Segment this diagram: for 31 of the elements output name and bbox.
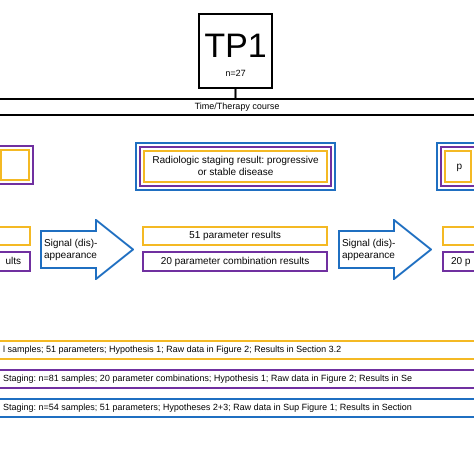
box-text: Staging: n=54 samples; 51 parameters; Hypotheses 2+3; Raw data in Sup Figure 1; Results in Section [3, 401, 412, 414]
box-text: Radiologic staging result: progressive or stable disease [151, 154, 320, 178]
cohort-band [0, 369, 474, 389]
timepoint-box [198, 13, 273, 89]
block-arrow [40, 219, 134, 280]
cohort-band [0, 340, 474, 360]
timeline-label: Time/Therapy course [194, 100, 280, 114]
box-text: 51 parameter results [188, 230, 282, 242]
arrow-label: Signal (dis)- appearance [44, 238, 98, 262]
timeline-band [0, 98, 474, 116]
cohort-band [0, 398, 474, 418]
staging-box [0, 145, 34, 185]
arrow-label: Signal (dis)- appearance [342, 238, 396, 262]
timepoint-label: TP1 [204, 29, 267, 64]
result-box [0, 226, 31, 246]
result-box [142, 226, 328, 246]
box-text: Staging: n=81 samples; 20 parameter combinations; Hypothesis 1; Raw data in Figure 2; Results in Se [3, 372, 412, 386]
box-text: 20 p [450, 256, 472, 268]
sample-count: n=27 [225, 67, 246, 80]
result-box [442, 226, 474, 246]
staging-box [436, 142, 474, 191]
box-text: ults [4, 256, 22, 268]
block-arrow [338, 219, 432, 280]
result-box [442, 251, 474, 272]
box-text: l samples; 51 parameters; Hypothesis 1; Raw data in Figure 2; Results in Section 3.2 [3, 343, 342, 356]
connector-line [234, 89, 236, 98]
staging-box [135, 142, 336, 191]
result-box [0, 251, 31, 272]
result-box [142, 251, 328, 272]
box-text: p [455, 160, 463, 172]
box-text: 20 parameter combination results [160, 256, 310, 268]
